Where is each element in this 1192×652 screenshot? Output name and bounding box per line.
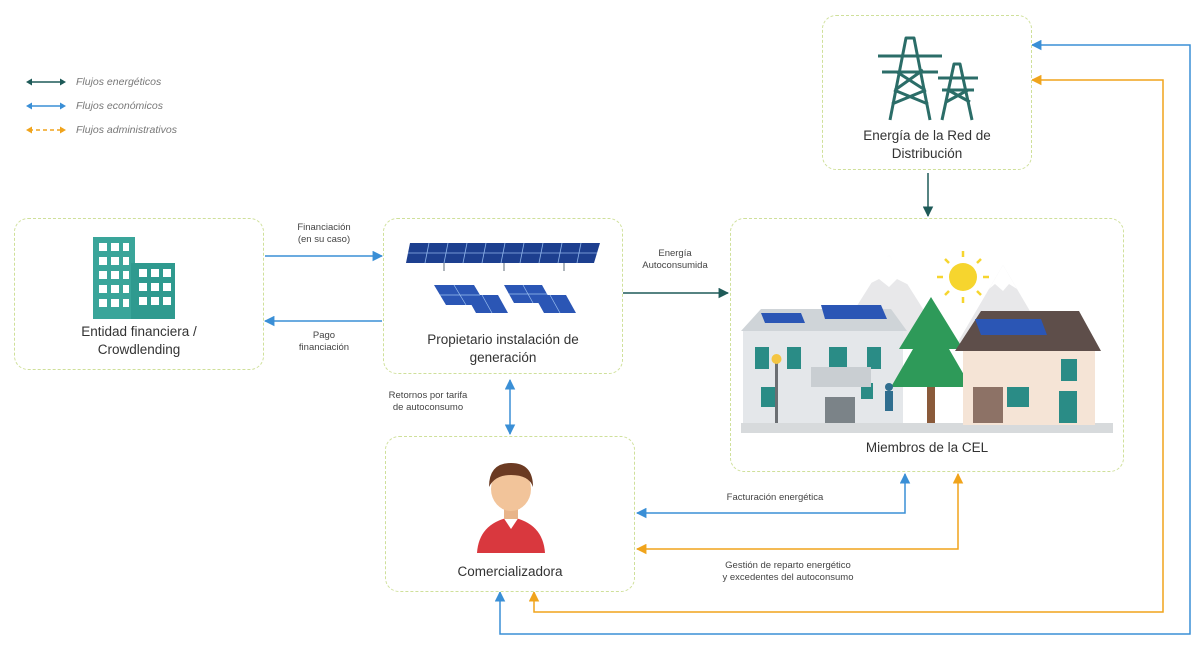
retornos-line2: de autoconsumo bbox=[392, 402, 464, 413]
node-entidad-financiera: Entidad financiera / Crowdlending bbox=[14, 218, 264, 370]
label-financiacion: Financiación (en su caso) bbox=[276, 222, 372, 246]
propietario-label: Propietario instalación de generación bbox=[384, 331, 622, 367]
gestion-arrow bbox=[635, 472, 964, 555]
solar-panels-icon bbox=[406, 242, 600, 314]
legend-item-economic: Flujos económicos bbox=[26, 94, 177, 118]
outer-admin-loop bbox=[528, 74, 1164, 613]
propietario-label-line1: Propietario instalación de bbox=[427, 332, 579, 347]
pago-line1: Pago bbox=[312, 330, 336, 341]
community-houses-icon bbox=[741, 251, 1113, 433]
power-tower-icon bbox=[878, 36, 978, 121]
legend-item-admin: Flujos administrativos bbox=[26, 118, 177, 142]
legend-label-economic: Flujos económicos bbox=[76, 100, 163, 112]
legend: Flujos energéticos Flujos económicos Flu… bbox=[26, 70, 177, 142]
red-label-line2: Distribución bbox=[891, 146, 963, 161]
red-label: Energía de la Red de Distribución bbox=[823, 127, 1031, 163]
pago-line2: financiación bbox=[298, 342, 350, 353]
financiacion-line1: Financiación bbox=[297, 222, 351, 233]
miembros-label: Miembros de la CEL bbox=[731, 439, 1123, 457]
label-facturacion: Facturación energética bbox=[690, 492, 860, 504]
node-red-distribucion: Energía de la Red de Distribución bbox=[822, 15, 1032, 170]
miembros-label-line1: Miembros de la CEL bbox=[865, 440, 989, 455]
legend-item-energy: Flujos energéticos bbox=[26, 70, 177, 94]
outer-economic-loop bbox=[494, 39, 1191, 635]
energy-flow-icon bbox=[26, 78, 66, 86]
legend-label-admin: Flujos administrativos bbox=[76, 124, 177, 136]
energia-line2: Autoconsumida bbox=[642, 260, 708, 271]
person-icon bbox=[477, 463, 545, 553]
node-miembros-cel: Miembros de la CEL bbox=[730, 218, 1124, 472]
economic-flow-icon bbox=[26, 102, 66, 110]
entidad-label-line1: Entidad financiera / bbox=[81, 324, 197, 339]
node-comercializadora: Comercializadora bbox=[385, 436, 635, 592]
gestion-line2: y excedentes del autoconsumo bbox=[722, 572, 854, 583]
legend-label-energy: Flujos energéticos bbox=[76, 76, 162, 88]
comercializadora-label-line1: Comercializadora bbox=[457, 564, 563, 579]
gestion-line1: Gestión de reparto energético bbox=[725, 560, 851, 571]
energia-line1: Energía bbox=[658, 248, 692, 259]
retornos-line1: Retornos por tarifa bbox=[388, 390, 468, 401]
buildings-icon bbox=[93, 237, 175, 319]
comercializadora-label: Comercializadora bbox=[386, 563, 634, 581]
entidad-label: Entidad financiera / Crowdlending bbox=[15, 323, 263, 359]
label-energia: Energía Autoconsumida bbox=[620, 248, 730, 272]
admin-flow-icon bbox=[26, 126, 66, 134]
entidad-label-line2: Crowdlending bbox=[97, 342, 181, 357]
label-gestion: Gestión de reparto energético y excedent… bbox=[668, 560, 908, 584]
facturacion-line1: Facturación energética bbox=[726, 492, 824, 503]
propietario-label-line2: generación bbox=[469, 350, 537, 365]
label-pago: Pago financiación bbox=[276, 330, 372, 354]
label-retornos: Retornos por tarifa de autoconsumo bbox=[360, 390, 496, 414]
node-propietario: Propietario instalación de generación bbox=[383, 218, 623, 374]
red-label-line1: Energía de la Red de bbox=[863, 128, 991, 143]
financiacion-line2: (en su caso) bbox=[297, 234, 351, 245]
